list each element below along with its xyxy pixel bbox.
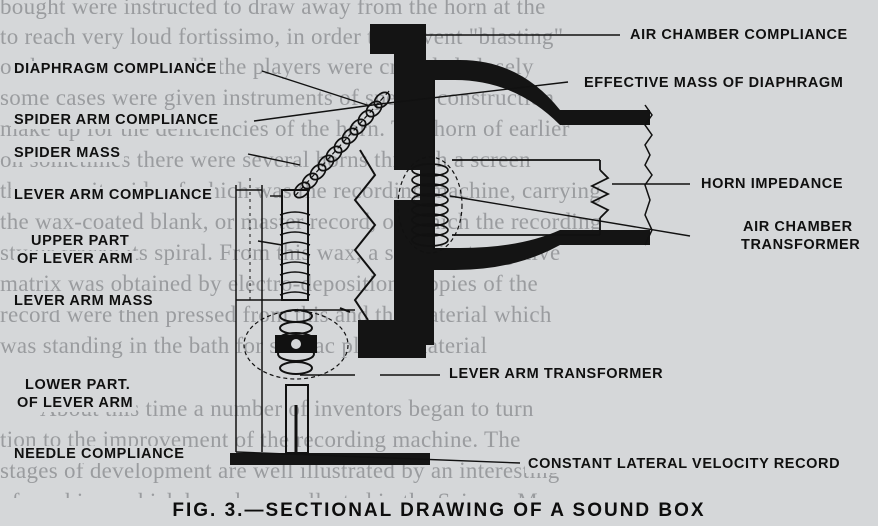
figure-caption-bar: FIG. 3.—SECTIONAL DRAWING OF A SOUND BOX	[0, 498, 878, 526]
zigzag-element	[353, 149, 377, 321]
background-text-line: bought were instructed to draw away from…	[0, 0, 546, 19]
label-lever-arm-mass: LEVER ARM MASS	[11, 293, 157, 310]
label-lower-part-line1: LOWER PART.	[22, 377, 134, 394]
label-lever-arm-transformer: LEVER ARM TRANSFORMER	[446, 366, 667, 383]
figure-caption: FIG. 3.—SECTIONAL DRAWING OF A SOUND BOX	[172, 500, 706, 521]
label-air-chamber-line2: TRANSFORMER	[738, 237, 864, 254]
label-lever-arm-compliance: LEVER ARM COMPLIANCE	[11, 187, 216, 204]
label-diaphragm-compliance: DIAPHRAGM COMPLIANCE	[11, 61, 220, 78]
label-constant-lateral-velocity-record: CONSTANT LATERAL VELOCITY RECORD	[525, 456, 844, 473]
horn-impedance-resistor	[452, 159, 611, 236]
lever-arm-coil	[279, 211, 311, 296]
background-text-line: to reach very loud fortissimo, in order …	[0, 24, 564, 49]
label-air-chamber-compliance: AIR CHAMBER COMPLIANCE	[627, 27, 851, 44]
label-horn-impedance: HORN IMPEDANCE	[698, 176, 847, 193]
record-base	[230, 453, 430, 465]
label-lower-part-line2: OF LEVER ARM	[14, 395, 137, 412]
label-spider-mass: SPIDER MASS	[11, 145, 124, 162]
label-upper-part-line1: UPPER PART	[28, 233, 133, 250]
background-text-line: matrix was obtained by electro-depositio…	[0, 271, 539, 296]
label-air-chamber-line1: AIR CHAMBER	[740, 219, 856, 236]
label-effective-mass-of-diaphragm: EFFECTIVE MASS OF DIAPHRAGM	[581, 75, 847, 92]
label-needle-compliance: NEEDLE COMPLIANCE	[11, 446, 188, 463]
sound-box-housing	[358, 24, 650, 358]
needle-post	[285, 384, 309, 454]
background-text-line: some cases were given instruments of spe…	[0, 85, 555, 110]
lever-arm-transformer-outline	[243, 310, 349, 380]
label-spider-arm-compliance: SPIDER ARM COMPLIANCE	[11, 112, 222, 129]
label-upper-part-line2: OF LEVER ARM	[14, 251, 137, 268]
air-chamber-transformer	[397, 156, 463, 254]
